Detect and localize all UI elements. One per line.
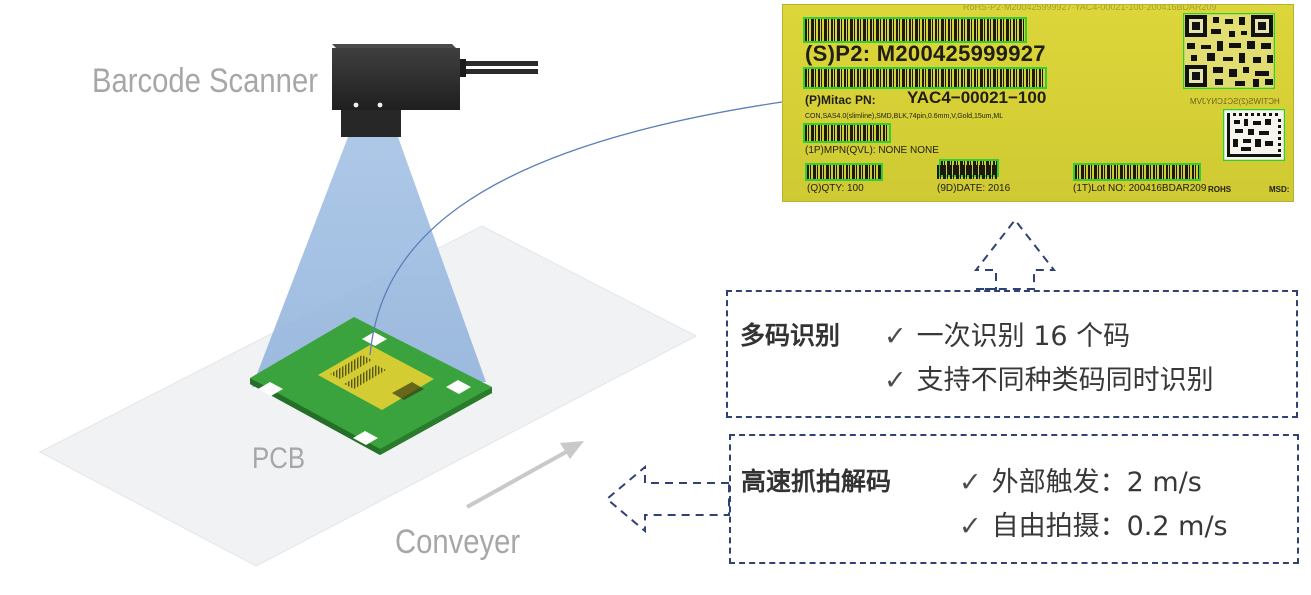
pcb-board	[250, 317, 492, 455]
qr-code	[1183, 13, 1275, 89]
label-mpn-text: (1P)MPN(QVL): NONE NONE	[805, 145, 939, 156]
high-speed-item-text: 自由拍摄：0.2 m/s	[991, 511, 1228, 542]
check-icon: ✓	[884, 321, 907, 352]
barcode	[1075, 165, 1199, 179]
high-speed-item: ✓ 自由拍摄：0.2 m/s	[959, 504, 1228, 543]
multi-code-item: ✓ 支持不同种类码同时识别	[884, 358, 1214, 397]
label-spec-text: CON,SAS4.0(slimline),SMD,BLK,74pin,0.6mm…	[805, 113, 1004, 120]
detection-box	[803, 17, 1027, 43]
left-dashed-arrow	[605, 464, 730, 534]
high-speed-item: ✓ 外部触发：2 m/s	[959, 460, 1202, 499]
label-lot-text: (1T)Lot NO: 200416BDAR209	[1073, 183, 1207, 194]
barcode-scanner-caption: Barcode Scanner	[92, 62, 318, 100]
up-dashed-arrow	[973, 218, 1057, 290]
multi-code-item-text: 支持不同种类码同时识别	[916, 365, 1214, 396]
label-pn-label: (P)Mitac PN:	[805, 93, 876, 107]
high-speed-item-text: 外部触发：2 m/s	[991, 467, 1202, 498]
high-speed-title: 高速抓拍解码	[741, 467, 892, 496]
high-speed-feature-box: 高速抓拍解码 ✓ 外部触发：2 m/s ✓ 自由拍摄：0.2 m/s	[729, 434, 1299, 564]
label-pn-value: YAC4−00021−100	[907, 88, 1047, 107]
barcode-scanner-camera	[332, 44, 538, 137]
detection-box	[803, 123, 891, 143]
barcode	[805, 69, 1045, 87]
detection-box	[805, 163, 883, 181]
barcode	[805, 19, 1025, 41]
multi-code-title: 多码识别	[740, 321, 841, 350]
pcb-caption: PCB	[252, 442, 306, 475]
pcb-pad	[446, 380, 471, 394]
label-date-text: (9D)DATE: 2016	[937, 183, 1011, 194]
check-icon: ✓	[959, 467, 982, 498]
barcode	[807, 165, 881, 179]
pcb-pad	[258, 382, 283, 396]
label-connector-line	[369, 101, 783, 356]
check-icon: ✓	[884, 365, 907, 396]
label-faint-top-text: RoHS·P2·M200425999927·YAC4-00021-100·200…	[963, 4, 1217, 12]
barcode	[937, 165, 997, 179]
pcb-pad	[353, 431, 378, 445]
label-rohs-text: ROHS	[1208, 185, 1232, 194]
conveyer-direction-arrow	[466, 441, 584, 509]
check-icon: ✓	[959, 511, 982, 542]
multi-code-item-text: 一次识别 16 个码	[916, 321, 1131, 352]
scan-beam	[252, 137, 486, 387]
conveyer-caption: Conveyer	[395, 523, 521, 561]
datamatrix-code	[1223, 109, 1285, 161]
pcb-pad	[362, 332, 387, 346]
label-mirror-text: HCTIWS(2)SC1CNYJVM	[1190, 97, 1280, 106]
label-qty-text: (Q)QTY: 100	[807, 183, 864, 194]
detection-box	[803, 67, 1047, 89]
detection-box	[1073, 163, 1201, 181]
multi-code-feature-box: 多码识别 ✓ 一次识别 16 个码 ✓ 支持不同种类码同时识别	[726, 290, 1298, 418]
label-sp2-text: (S)P2: M200425999927	[805, 41, 1046, 66]
multi-code-item: ✓ 一次识别 16 个码	[884, 314, 1130, 353]
label-msd-text: MSD:	[1269, 185, 1290, 194]
barcode	[805, 125, 889, 141]
barcode-label-closeup: RoHS·P2·M200425999927·YAC4-00021-100·200…	[782, 4, 1294, 202]
